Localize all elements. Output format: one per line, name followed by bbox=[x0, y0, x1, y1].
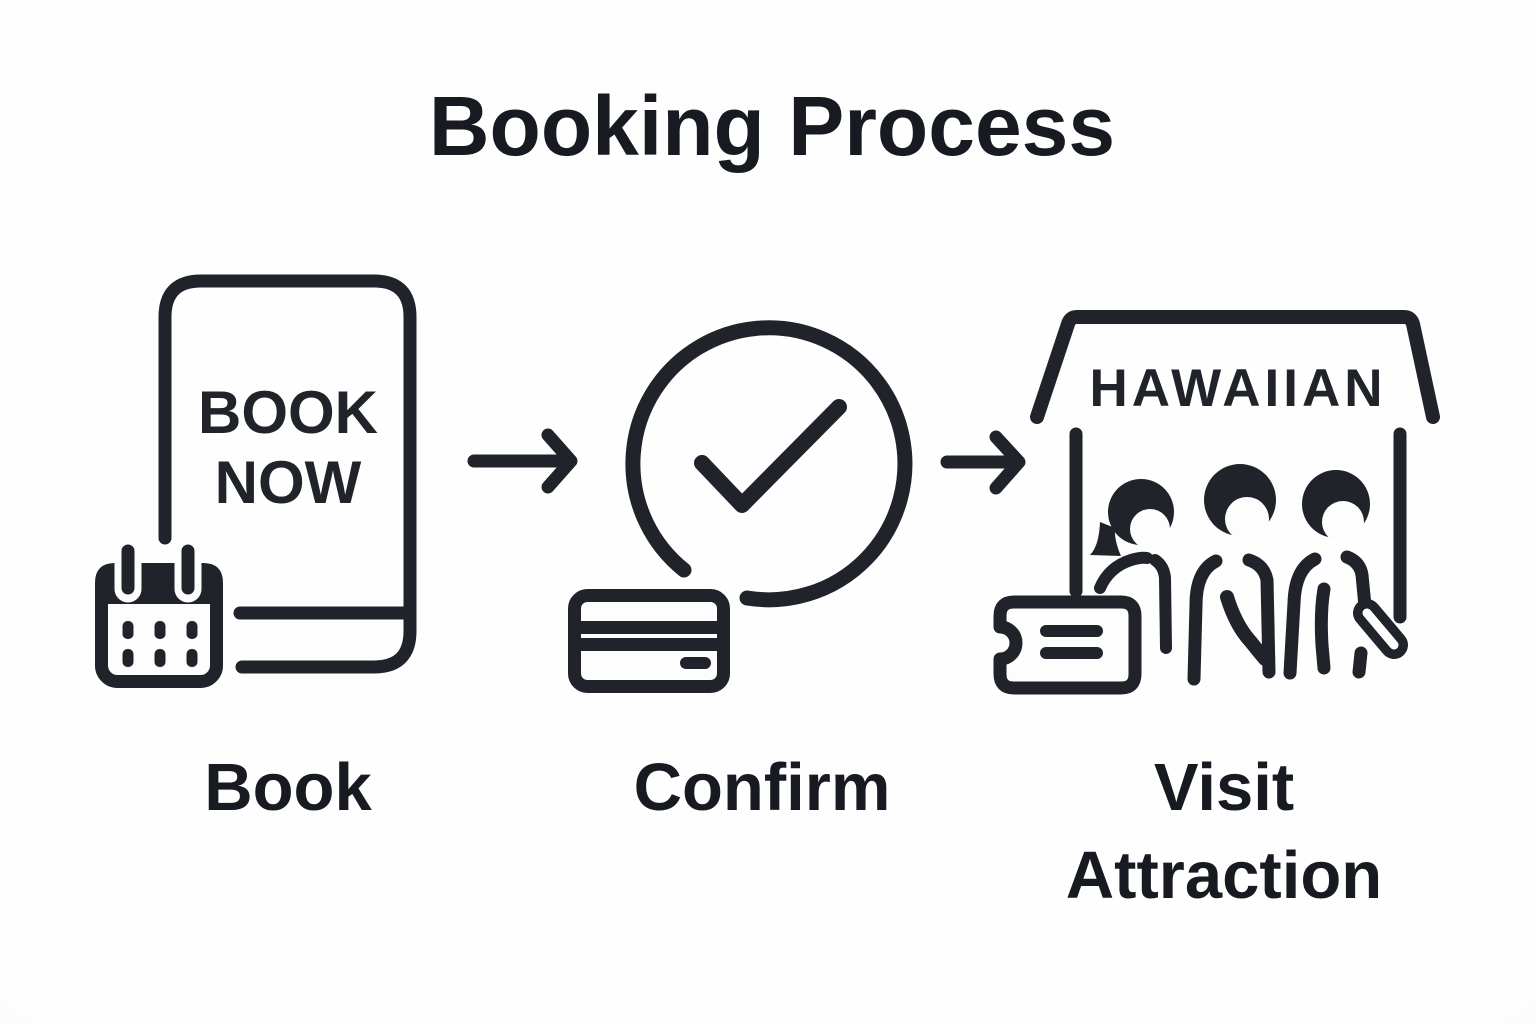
calendar-date-dots bbox=[122, 621, 198, 667]
ticket-icon bbox=[993, 595, 1142, 695]
man-middle-torso-right bbox=[1242, 553, 1276, 679]
woman-shoulders bbox=[1094, 551, 1153, 594]
page-title: Booking Process bbox=[428, 79, 1116, 173]
step-label-book: Book bbox=[204, 750, 372, 825]
smartphone-icon bbox=[158, 274, 417, 674]
arrow-right-icon bbox=[467, 428, 578, 494]
attraction-entrance-icon bbox=[993, 310, 1440, 695]
credit-card-icon bbox=[568, 589, 730, 693]
man-middle-torso-left bbox=[1187, 554, 1223, 686]
man-right-arm-band-inner bbox=[1362, 608, 1399, 650]
man-right-hip bbox=[1352, 646, 1368, 679]
calendar-pegs bbox=[121, 544, 195, 595]
queue-person-woman bbox=[1090, 479, 1174, 654]
woman-body-side bbox=[1149, 554, 1172, 654]
phone-outline bbox=[158, 274, 417, 674]
man-middle-face bbox=[1225, 497, 1269, 541]
man-middle-arm bbox=[1220, 590, 1272, 666]
man-right-torso-right bbox=[1340, 550, 1372, 613]
entrance-awning bbox=[1030, 310, 1440, 424]
ticket-outline bbox=[993, 595, 1142, 695]
circle-outline bbox=[625, 320, 913, 608]
arrow-right-icon bbox=[940, 430, 1026, 495]
checkmark-circle-icon bbox=[625, 320, 913, 608]
screen-line-now: NOW bbox=[214, 449, 362, 516]
attraction-sign-text: HAWAIIAN bbox=[1089, 359, 1387, 418]
calendar-header bbox=[95, 563, 223, 604]
queue-person-man-middle bbox=[1187, 464, 1276, 686]
step-label-visit-attraction: Visit Attraction bbox=[1065, 750, 1383, 913]
queue-person-man-right bbox=[1283, 470, 1408, 680]
checkmark bbox=[694, 399, 847, 513]
woman-face bbox=[1130, 509, 1170, 549]
screen-line-book: BOOK bbox=[198, 379, 378, 446]
man-right-face bbox=[1322, 501, 1364, 543]
card-stripes bbox=[571, 621, 727, 651]
ticket-lines bbox=[1040, 625, 1103, 659]
man-right-inner-arm bbox=[1314, 582, 1331, 675]
man-right-torso-left bbox=[1283, 552, 1322, 680]
phone-screen-text: BOOK NOW bbox=[198, 378, 378, 518]
step-label-confirm: Confirm bbox=[633, 750, 891, 825]
woman-hair-flare bbox=[1090, 522, 1121, 556]
calendar-icon bbox=[95, 535, 223, 688]
